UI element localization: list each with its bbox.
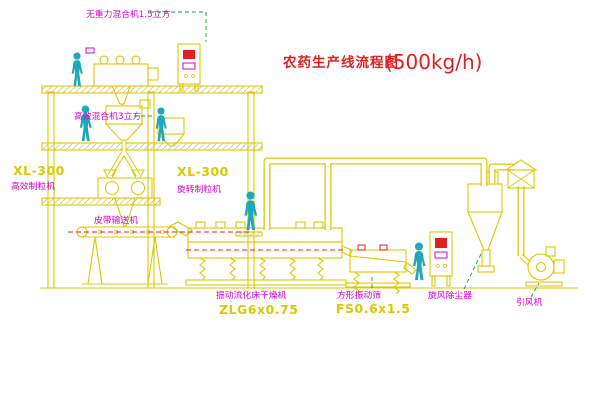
person-figure [244, 191, 258, 230]
person-figure [71, 52, 83, 87]
person-figure [155, 107, 167, 142]
label-right-granulator-name: 旋转制粒机 [177, 183, 221, 195]
screen-port [357, 244, 366, 251]
tag-marker [85, 47, 95, 54]
fluid-bed-dryer [168, 221, 347, 286]
stack-cap [504, 159, 538, 189]
panel-screen [435, 238, 447, 248]
control-panel-lower [429, 231, 453, 287]
label-screen-name: 方形振动筛 [337, 289, 381, 301]
cyclone-separator [467, 171, 503, 273]
person-figure [79, 105, 92, 142]
label-belt-conveyor: 皮带输送机 [94, 214, 138, 226]
top-mixer [85, 47, 159, 105]
person-figure [413, 242, 426, 280]
belt-conveyor [76, 226, 178, 285]
label-top-mixer: 无重力混合机1.5立方 [86, 8, 171, 20]
induced-draft-fan [519, 246, 565, 287]
control-panel-upper [177, 43, 201, 92]
label-left-granulator-name: 高效制粒机 [11, 180, 55, 192]
duct-piping [263, 157, 525, 256]
label-left-granulator-model: XL-300 [13, 163, 65, 178]
label-cyclone: 旋风除尘器 [428, 289, 472, 301]
label-right-granulator-model: XL-300 [177, 164, 229, 179]
label-mid-mixer: 高效混合机3立方 [74, 110, 141, 122]
panel-readout [434, 251, 448, 259]
label-dryer-name: 振动流化床干燥机 [216, 289, 287, 301]
panel-screen [183, 50, 195, 59]
granulator [97, 177, 153, 227]
label-fan: 引风机 [516, 296, 543, 308]
panel-readout [182, 62, 196, 70]
diagram-title-capacity: (500kg/h) [385, 50, 482, 74]
screen-port [379, 244, 388, 251]
diagram-title: 农药生产线流程图 [282, 54, 399, 71]
mid-mixer [104, 99, 151, 143]
label-dryer-model: ZLG6x0.75 [219, 302, 298, 317]
leader-lines [68, 11, 540, 298]
label-screen-model: FS0.6x1.5 [336, 301, 410, 316]
vibrating-screen [341, 244, 417, 295]
